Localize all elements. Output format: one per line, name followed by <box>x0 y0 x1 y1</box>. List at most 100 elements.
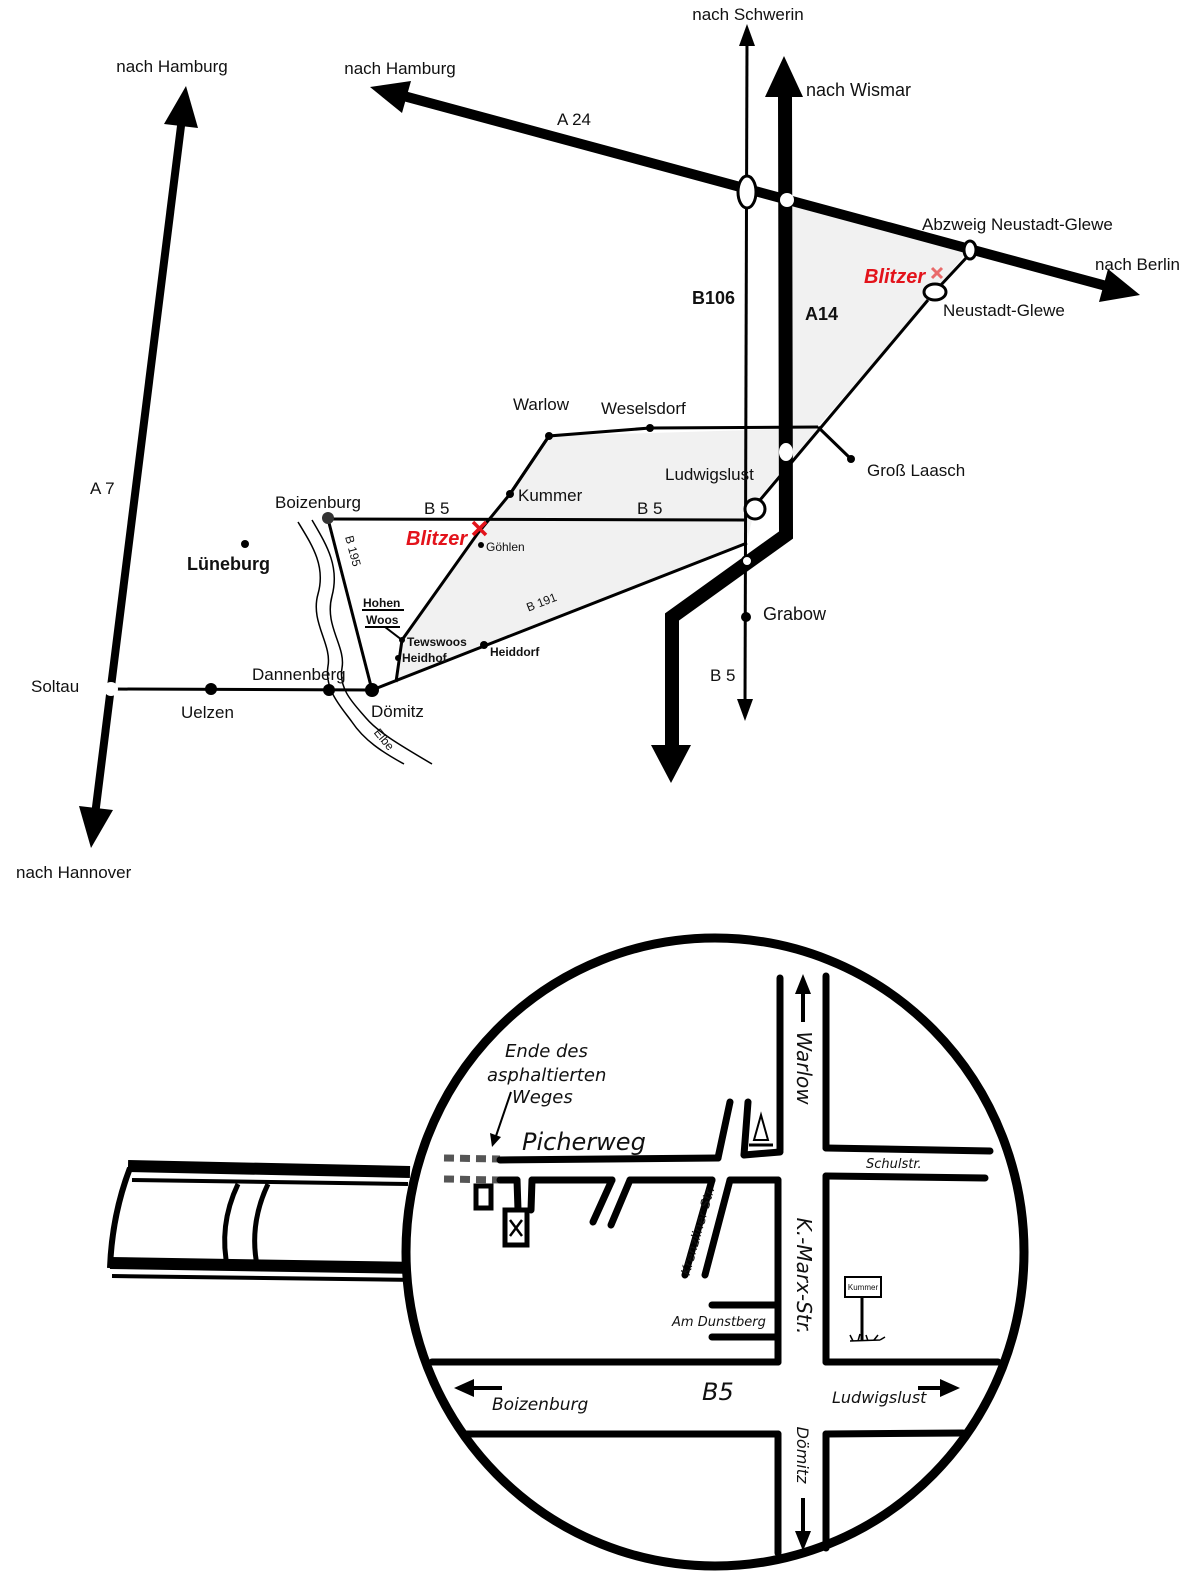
label-b106: B106 <box>692 288 735 308</box>
magnifier-lens <box>401 933 1029 1571</box>
street-krenzliner-str <box>681 1176 734 1279</box>
label-dannenberg: Dannenberg <box>252 665 346 684</box>
street-am-dunstberg <box>708 1301 782 1341</box>
road-b5 <box>327 517 746 522</box>
note-line-1: Ende des <box>505 1041 588 1062</box>
label-a7: A 7 <box>90 479 115 498</box>
label-a14: A14 <box>805 304 838 324</box>
dot-kummer <box>506 490 514 498</box>
dot-heidhof <box>395 655 401 661</box>
driveway <box>513 1176 536 1214</box>
label-ludwigslust: Ludwigslust <box>665 465 754 484</box>
town-sign-icon: Kummer <box>844 1276 886 1342</box>
arrow-left-icon <box>370 81 411 113</box>
label-kummer: Kummer <box>518 486 583 505</box>
red-x-marker-icon <box>471 520 488 537</box>
town-sign-label: Kummer <box>848 1283 879 1292</box>
label-doemitz: Dömitz <box>371 702 424 721</box>
junction-a24-a14 <box>780 193 794 207</box>
junction-ludwigslust <box>743 497 767 521</box>
label-heidhof: Heidhof <box>402 651 448 665</box>
junction-soltau <box>104 682 118 696</box>
shaded-area <box>787 200 968 462</box>
dot-grabow <box>741 612 751 622</box>
label-doemitz-direction: Dömitz <box>793 1427 812 1484</box>
label-am-dunstberg: Am Dunstberg <box>671 1315 766 1330</box>
arrow-down-icon <box>651 745 691 783</box>
house-icon <box>473 1183 494 1211</box>
label-speed-camera-neustadt: Blitzer <box>864 266 926 288</box>
dot-dannenberg <box>323 684 335 696</box>
label-hohen: Hohen <box>363 596 400 610</box>
junction-neustadt-glewe <box>922 282 948 302</box>
dot-tewswoos <box>399 637 405 643</box>
side-streets <box>589 1098 752 1229</box>
arrow-down-icon <box>79 806 113 848</box>
label-tewswoos: Tewswoos <box>407 635 467 649</box>
road-neustadt-ludwigslust <box>758 299 930 501</box>
dot-boizenburg <box>322 512 334 524</box>
arrow-right-icon <box>918 1379 960 1397</box>
arrow-up-icon <box>164 86 198 128</box>
dot-lueneburg <box>241 540 249 548</box>
magnifier-icon <box>107 1160 421 1282</box>
label-nach-wismar: nach Wismar <box>806 80 911 100</box>
label-b5-east: B 5 <box>637 499 663 518</box>
label-speed-camera-goehlen: Blitzer <box>406 528 468 550</box>
road-kummer-doemitz <box>394 435 551 683</box>
label-nach-schwerin: nach Schwerin <box>692 5 804 24</box>
dot-heiddorf <box>480 641 488 649</box>
a7-motorway <box>79 86 198 848</box>
label-gross-laasch: Groß Laasch <box>867 461 965 480</box>
label-abzweig-neustadt-glewe: Abzweig Neustadt-Glewe <box>922 215 1113 234</box>
label-boizenburg: Boizenburg <box>275 493 361 512</box>
label-elbe: Elbe <box>371 726 397 754</box>
label-warlow: Warlow <box>513 395 570 414</box>
arrow-down-icon <box>737 699 753 721</box>
label-b5: B5 <box>702 1378 734 1406</box>
a14-motorway <box>651 56 803 783</box>
dot-warlow <box>545 432 553 440</box>
arrow-right-icon <box>1099 269 1140 302</box>
junction-b106-b191 <box>741 555 753 567</box>
overview-map: nach Hamburg nach Hamburg nach Schwerin … <box>16 5 1180 882</box>
street-k-marx-str <box>774 972 830 1557</box>
label-ludwigslust-direction: Ludwigslust <box>832 1388 927 1407</box>
label-a24: A 24 <box>557 110 591 129</box>
road-gross-laasch <box>816 425 853 461</box>
label-uelzen: Uelzen <box>181 703 234 722</box>
road-hohen-woos <box>384 626 403 641</box>
label-b5-west: B 5 <box>424 499 450 518</box>
street-b5 <box>428 1358 1002 1438</box>
label-nach-hamburg-a24: nach Hamburg <box>344 59 456 78</box>
dot-doemitz <box>365 683 379 697</box>
arrow-up-icon <box>795 974 811 1022</box>
place-dots <box>205 424 855 697</box>
dot-weselsdorf <box>646 424 654 432</box>
b106-road <box>737 24 755 721</box>
arrow-left-icon <box>454 1379 502 1397</box>
label-b195: B 195 <box>342 534 364 568</box>
label-boizenburg-direction: Boizenburg <box>492 1395 588 1415</box>
house-target-icon <box>502 1207 530 1248</box>
note-arrow-icon <box>490 1091 512 1147</box>
junctions <box>104 174 978 696</box>
label-lueneburg: Lüneburg <box>187 554 270 574</box>
dot-gross-laasch <box>847 455 855 463</box>
label-picherweg: Picherweg <box>522 1128 646 1156</box>
note-line-2: asphaltierten <box>487 1065 606 1086</box>
label-nach-hannover: nach Hannover <box>16 863 132 882</box>
label-k-marx-str: K.-Marx-Str. <box>792 1218 816 1335</box>
label-schulstr: Schulstr. <box>866 1157 922 1172</box>
label-warlow-direction: Warlow <box>792 1031 816 1105</box>
road-b191 <box>371 541 748 692</box>
label-weselsdorf: Weselsdorf <box>601 399 686 418</box>
label-nach-berlin: nach Berlin <box>1095 255 1180 274</box>
arrow-up-icon <box>739 24 755 46</box>
road-abzweig <box>938 255 969 288</box>
elbe-river <box>297 519 433 765</box>
label-soltau: Soltau <box>31 677 79 696</box>
red-x-marker-icon <box>930 266 944 280</box>
junction-a14-ludwigslust <box>779 443 793 461</box>
